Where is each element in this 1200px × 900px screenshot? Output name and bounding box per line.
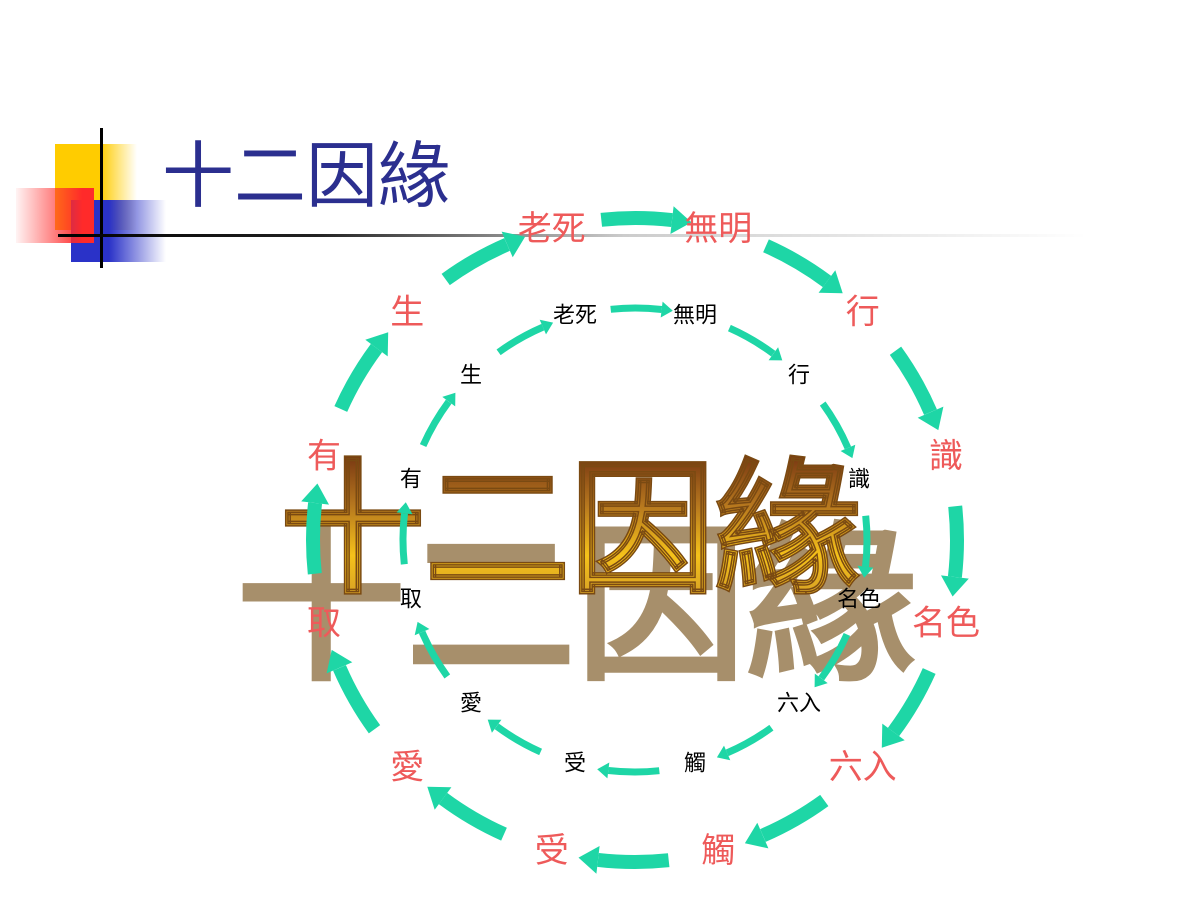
deco-vertical-line xyxy=(100,128,103,268)
inner-ring-arrowhead-9 xyxy=(396,502,413,515)
outer-ring-arrowhead-8 xyxy=(326,649,353,674)
inner-ring-label-5: 六入 xyxy=(777,692,821,717)
outer-ring-arrow-10 xyxy=(334,343,383,412)
outer-ring-label-8: 愛 xyxy=(390,748,424,788)
outer-ring-label-2: 行 xyxy=(846,292,880,332)
inner-ring-arrowhead-10 xyxy=(442,392,456,407)
inner-ring-arrow-3 xyxy=(862,515,871,568)
outer-ring-arrowhead-0 xyxy=(670,206,692,234)
center-wordart: 十二因緣 xyxy=(280,445,860,615)
inner-ring-arrow-7 xyxy=(494,723,543,756)
deco-red-square xyxy=(16,188,94,243)
inner-ring-label-9: 取 xyxy=(400,588,422,613)
outer-ring-arrowhead-9 xyxy=(301,483,329,505)
outer-ring-arrow-3 xyxy=(947,505,964,578)
outer-ring-arrowhead-6 xyxy=(578,846,600,874)
outer-ring-arrow-2 xyxy=(889,346,937,415)
outer-ring-label-3: 識 xyxy=(929,437,963,477)
inner-ring-arrowhead-11 xyxy=(539,319,554,335)
outer-ring-arrows xyxy=(301,206,969,874)
outer-ring-label-11: 生 xyxy=(390,292,424,332)
inner-ring-arrow-2 xyxy=(819,401,852,450)
inner-ring-label-6: 觸 xyxy=(684,752,706,777)
inner-ring-label-8: 愛 xyxy=(460,692,482,717)
inner-ring-arrow-1 xyxy=(727,324,776,357)
outer-ring-arrow-0 xyxy=(600,211,673,228)
outer-ring-arrow-9 xyxy=(306,502,323,575)
outer-ring-arrow-5 xyxy=(760,794,829,842)
outer-ring-arrowhead-4 xyxy=(881,723,905,748)
inner-ring-label-2: 行 xyxy=(788,364,810,389)
inner-ring-arrowhead-4 xyxy=(814,673,828,688)
center-wordart-shadow: 十二因緣 xyxy=(236,506,916,706)
outer-ring-arrowhead-7 xyxy=(427,786,452,810)
outer-ring-arrowhead-11 xyxy=(501,231,526,258)
inner-ring-arrowhead-1 xyxy=(768,347,783,361)
title-underline xyxy=(58,234,1088,237)
inner-ring-arrow-4 xyxy=(818,632,851,681)
inner-ring-arrowhead-6 xyxy=(597,762,610,779)
inner-ring-arrow-6 xyxy=(607,767,660,776)
inner-ring-label-7: 受 xyxy=(564,752,586,777)
outer-ring-label-0: 老死 xyxy=(518,209,586,249)
inner-ring-label-3: 識 xyxy=(848,468,870,493)
center-wordart-group: 十二因緣 十二因緣 xyxy=(236,444,916,706)
inner-ring-label-0: 老死 xyxy=(553,303,597,328)
outer-ring-arrowhead-3 xyxy=(941,575,969,597)
outer-ring-label-5: 六入 xyxy=(829,748,897,788)
outer-ring-arrow-11 xyxy=(441,238,510,286)
inner-ring-arrow-9 xyxy=(399,512,408,565)
outer-ring-label-1: 無明 xyxy=(684,209,752,249)
inner-ring-arrows xyxy=(396,301,874,779)
inner-ring-arrowhead-7 xyxy=(487,719,502,733)
inner-ring-arrow-5 xyxy=(725,724,774,757)
inner-ring-arrow-0 xyxy=(610,304,663,313)
outer-ring-arrow-7 xyxy=(438,792,507,841)
inner-ring-arrowhead-3 xyxy=(857,565,874,578)
outer-ring-arrowhead-2 xyxy=(917,406,944,431)
outer-ring-arrow-8 xyxy=(333,665,381,734)
inner-ring-label-1: 無明 xyxy=(673,303,717,328)
inner-ring-arrowhead-5 xyxy=(716,745,731,761)
outer-ring-label-9: 取 xyxy=(307,603,341,643)
outer-ring-arrowhead-10 xyxy=(365,332,389,357)
outer-ring-label-4: 名色 xyxy=(912,603,980,643)
outer-ring-arrowhead-5 xyxy=(744,822,769,849)
slide-title: 十二因緣 xyxy=(162,134,451,218)
inner-ring-label-10: 有 xyxy=(400,468,422,493)
outer-ring-arrow-6 xyxy=(597,852,670,869)
outer-ring-arrow-4 xyxy=(887,668,936,737)
inner-ring-arrowhead-8 xyxy=(414,621,430,636)
inner-ring-label-4: 名色 xyxy=(837,588,881,613)
outer-ring-arrowhead-1 xyxy=(818,270,843,294)
inner-ring-arrow-8 xyxy=(418,630,451,679)
inner-ring-arrow-10 xyxy=(419,399,452,448)
inner-ring-arrowhead-2 xyxy=(840,444,856,459)
outer-ring-label-6: 觸 xyxy=(701,831,735,871)
inner-ring-arrowhead-0 xyxy=(660,301,673,318)
outer-ring-labels: 老死無明行識名色六入觸受愛取有生 xyxy=(307,209,980,871)
outer-ring-arrow-1 xyxy=(763,239,832,288)
outer-ring-label-10: 有 xyxy=(307,437,341,477)
inner-ring-arrow-11 xyxy=(496,323,545,356)
inner-ring-label-11: 生 xyxy=(460,364,482,389)
outer-ring-label-7: 受 xyxy=(535,831,569,871)
